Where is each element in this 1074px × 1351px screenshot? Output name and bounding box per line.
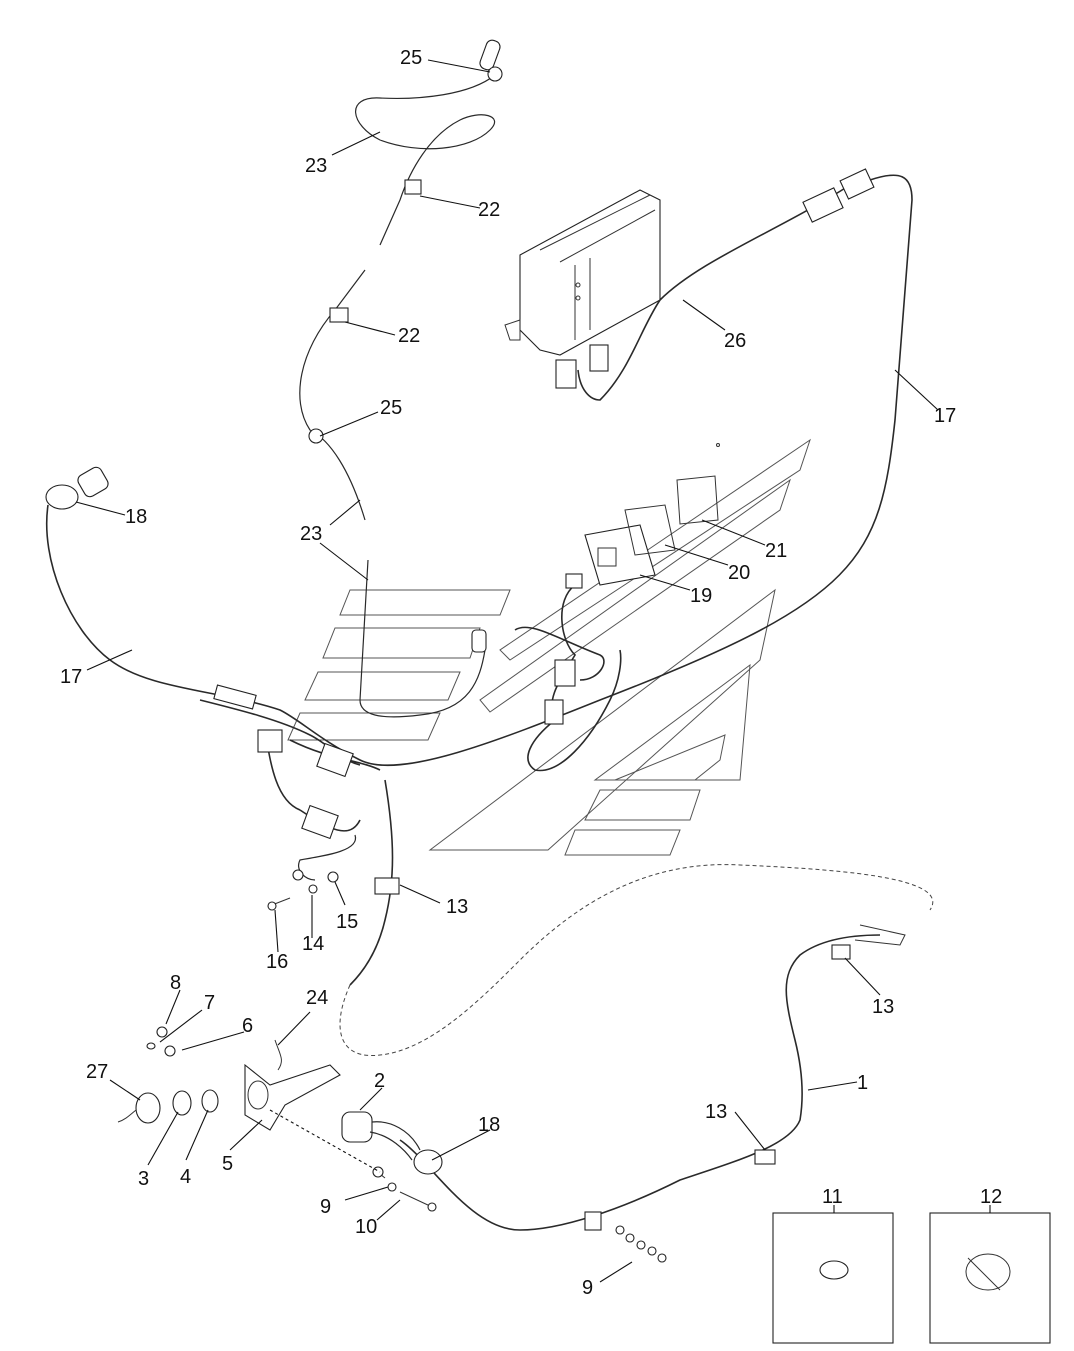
callout-5: 5 [222,1153,233,1175]
callout-27: 27 [86,1061,108,1083]
callout-22a: 22 [478,199,500,221]
grommet-18-top [45,484,79,510]
callout-12: 12 [980,1186,1002,1208]
callout-9a: 9 [320,1196,331,1218]
ring-terminal [292,869,304,881]
callout-25b: 25 [380,397,402,419]
bolt-10 [399,1191,431,1207]
watermark-logo [287,438,811,856]
callout-17a: 17 [60,666,82,688]
callout-26: 26 [724,330,746,352]
washer-9 [387,1182,397,1192]
grommet-18 [413,1149,443,1175]
nut-15 [327,871,339,883]
connector-b [544,699,564,725]
clamp-13-c [754,1149,776,1165]
inline-connector [213,684,257,710]
callout-18a: 18 [125,506,147,528]
clip-1 [584,1211,602,1231]
leader-lines [75,59,939,1283]
callout-7: 7 [204,992,215,1014]
callout-4: 4 [180,1166,191,1188]
callout-24: 24 [306,987,328,1009]
box-connector [316,742,354,778]
harness-17 [46,174,913,767]
clip-22-top [404,179,422,195]
callout-21: 21 [765,540,787,562]
oring-4 [201,1089,219,1113]
sensor-25-top-base [487,66,503,82]
connector-26b [839,168,875,200]
connector-a [554,659,576,687]
routing-path [339,864,933,1057]
seal-3 [172,1090,192,1116]
callout-23b: 23 [300,523,322,545]
callout-18b: 18 [478,1114,500,1136]
cable-tie-12 [965,1253,1011,1291]
cable-23-top [355,74,496,246]
washer-6 [164,1045,176,1057]
callout-numbers: 25 23 22 22 25 23 18 17 17 26 21 20 19 1… [60,47,1002,1299]
callout-13a: 13 [446,896,468,918]
washer-14 [308,884,318,894]
callout-6: 6 [242,1015,253,1037]
sensor-25-top [479,39,501,71]
callout-8: 8 [170,972,181,994]
lockwasher-7 [146,1042,156,1050]
connector-2 [341,1111,373,1143]
harness-1-end [854,924,906,946]
callout-22b: 22 [398,325,420,347]
harness-branch [527,584,622,772]
connector-19 [565,573,583,589]
clip-22-mid [329,307,349,323]
grommet-25-mid [308,428,324,444]
harness-26 [577,184,851,401]
plug-27 [135,1092,161,1124]
harness-1 [399,934,881,1231]
callout-16: 16 [266,951,288,973]
cable-23-mid [299,269,366,521]
ring-lug [372,1166,384,1178]
callout-23a: 23 [305,155,327,177]
callout-9b: 9 [582,1277,593,1299]
harness-bundle [199,699,381,832]
callout-19: 19 [690,585,712,607]
round-connector [257,729,283,753]
callout-10: 10 [355,1216,377,1238]
callout-17b: 17 [934,405,956,427]
callout-25a: 25 [400,47,422,69]
cable-23-low [359,559,486,718]
connector-26d [589,344,609,372]
fuse-holder [301,804,339,840]
plug-18-top [77,466,109,498]
callout-20: 20 [728,562,750,584]
nut-8 [156,1026,168,1038]
callout-2: 2 [374,1070,385,1092]
sensor-end [471,629,487,653]
callout-13b: 13 [872,996,894,1018]
connector-26a [802,187,844,223]
callout-11: 11 [822,1186,843,1208]
clamp-13-a [374,877,400,895]
washers-9-group [615,1225,667,1263]
ground-lead [298,834,357,881]
callout-1: 1 [857,1072,868,1094]
callout-13c: 13 [705,1101,727,1123]
callout-15: 15 [336,911,358,933]
grommet-11 [819,1260,849,1280]
callout-3: 3 [138,1168,149,1190]
callout-14: 14 [302,933,324,955]
clip-24 [274,1039,282,1071]
module-19 [584,443,720,586]
harness-down [349,779,394,986]
control-module [504,189,661,356]
connector-26c [555,359,577,389]
inset-box-12 [929,1212,1051,1344]
bracket-5 [244,1063,341,1131]
clamp-13-b [831,944,851,960]
